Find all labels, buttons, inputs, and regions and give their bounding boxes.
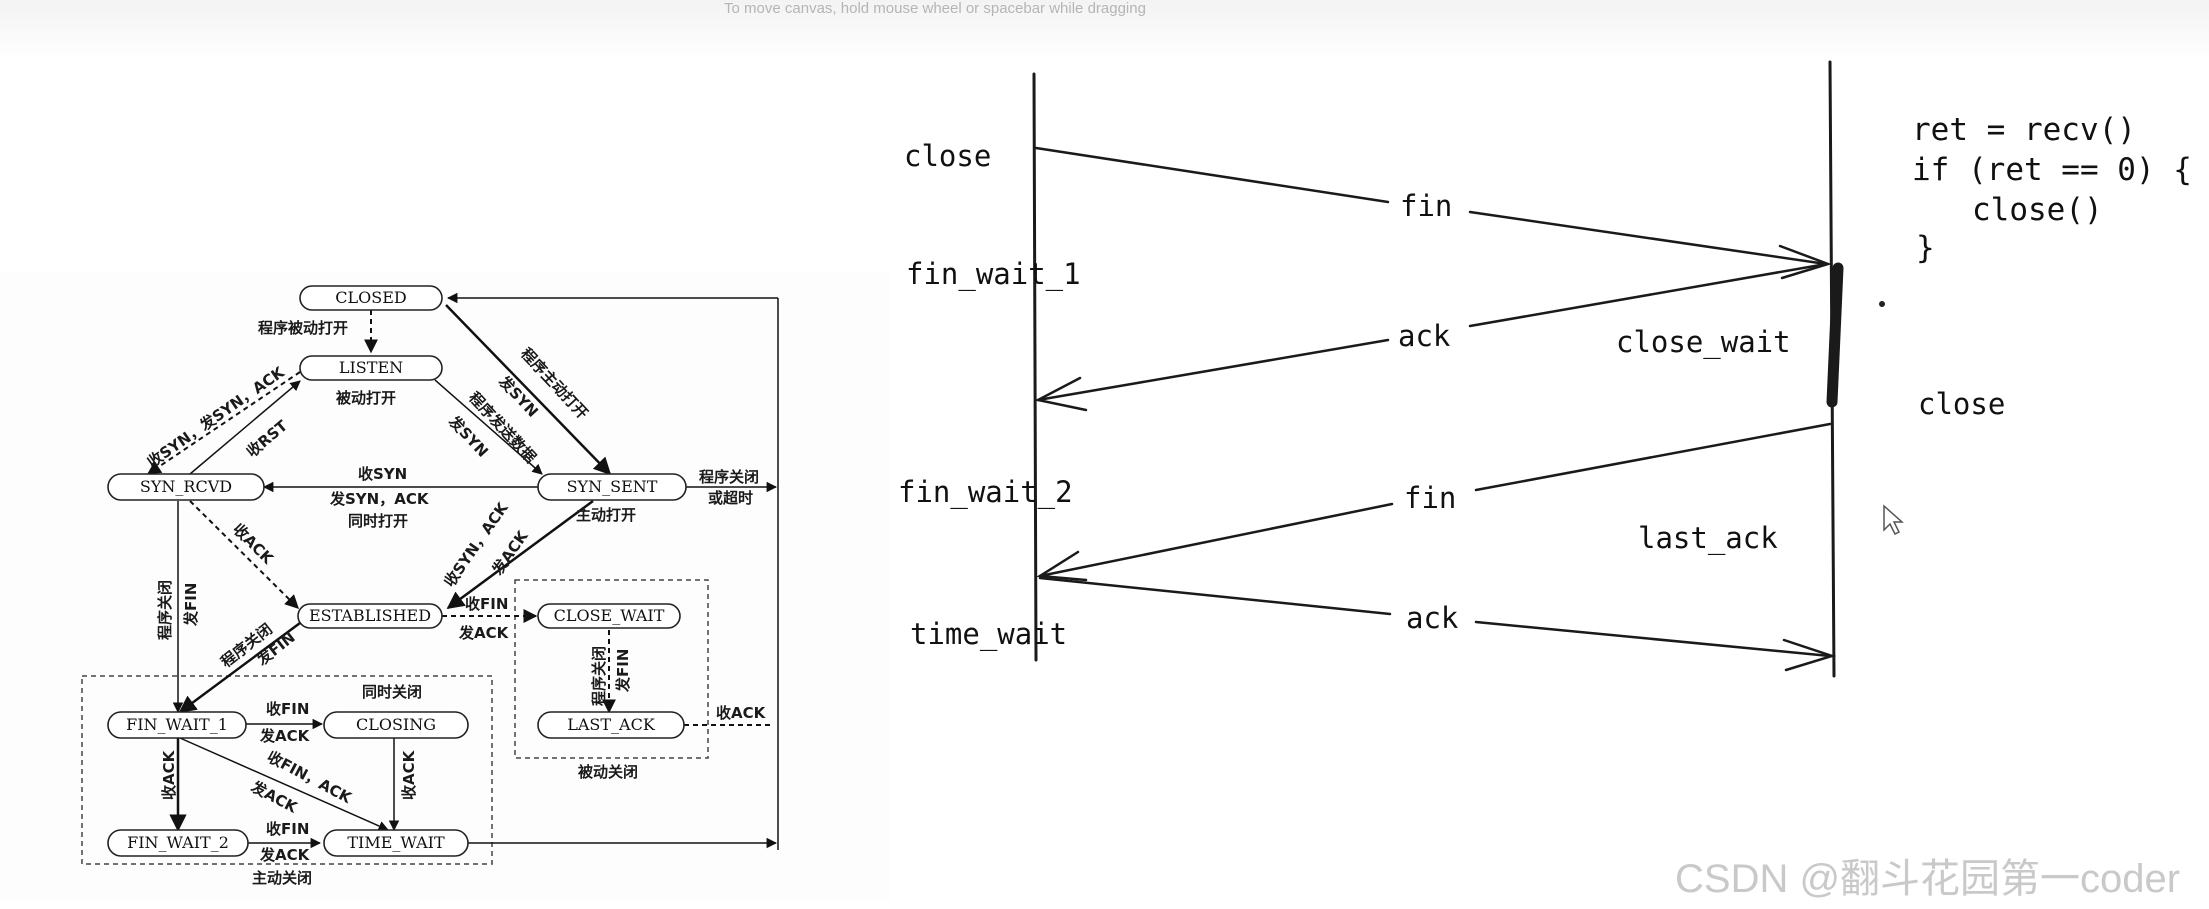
edge-closed-synsent: [445, 304, 612, 476]
state-established-box: [297, 603, 443, 629]
state-synrcvd: SYN_RCVD: [140, 477, 232, 496]
label-prog-close-3: 程序关闭: [590, 646, 608, 706]
client-state-fin-wait-2: fin_wait_2: [898, 475, 1073, 510]
label-send-synack: 发SYN，ACK: [329, 490, 430, 508]
state-synsent-box: [537, 473, 687, 501]
client-timeline: [1032, 72, 1038, 662]
mouse-cursor-icon: [1883, 504, 1904, 536]
state-timewait-box: [323, 829, 469, 857]
label-send-fin-1b: 发FIN: [182, 583, 200, 627]
state-finwait2: FIN_WAIT_2: [127, 833, 229, 852]
state-closewait-box: [537, 603, 681, 629]
server-state-last-ack: last_ack: [1638, 521, 1778, 556]
client-state-close: close: [904, 139, 991, 173]
state-timewait: TIME_WAIT: [347, 833, 445, 852]
tcp-state-diagram: CLOSED LISTEN SYN_RCVD SYN_SENT ESTABLIS…: [0, 272, 890, 900]
label-passive-open-prog: 程序被动打开: [258, 319, 348, 337]
edge-synsent-established: [446, 499, 594, 610]
msg-fin-1-line-a: [1034, 146, 1390, 204]
label-passive-close: 被动关闭: [578, 763, 638, 781]
code-line-4: }: [1916, 230, 1935, 266]
label-simul-open: 同时打开: [348, 512, 408, 530]
server-state-close: close: [1918, 387, 2005, 421]
edge-finwait1-timewait: [179, 737, 389, 831]
edge-synrcvd-established: [189, 500, 299, 609]
server-state-close-wait: close_wait: [1616, 325, 1791, 360]
label-prog-close: 程序关闭: [699, 468, 759, 486]
msg-ack-1-label: ack: [1398, 319, 1451, 353]
label-send-ack-5: 发ACK: [259, 846, 311, 864]
client-state-fin-wait-1: fin_wait_1: [906, 257, 1081, 292]
msg-ack-1-line-a: [1468, 262, 1828, 328]
watermark: CSDN @翻斗花园第一coder: [1675, 857, 2181, 901]
active-close-box: [81, 675, 493, 865]
edge-listen-synrcvd: [146, 371, 301, 475]
edge-synrcvd-listen: [189, 380, 301, 475]
msg-fin-1-arrow: [1778, 244, 1832, 280]
msg-ack-1-arrow: [1034, 376, 1088, 412]
label-prog-close-1a: 程序关闭: [156, 580, 174, 640]
msg-fin-1-label: fin: [1400, 189, 1452, 223]
stray-dot: [1879, 301, 1885, 307]
label-simul-close: 同时关闭: [362, 683, 422, 701]
label-send-ack-2: 发ACK: [458, 624, 510, 642]
state-closing-box: [323, 711, 469, 739]
state-closed: CLOSED: [335, 288, 406, 307]
label-recv-syn: 收SYN: [358, 465, 407, 483]
close-wait-bar: [1826, 262, 1844, 408]
state-established: ESTABLISHED: [309, 606, 431, 625]
msg-ack-2-line-a: [1038, 576, 1392, 616]
msg-ack-1-line-b: [1036, 338, 1390, 402]
state-finwait1-box: [107, 711, 247, 739]
state-lastack: LAST_ACK: [567, 715, 656, 734]
state-listen: LISTEN: [339, 358, 403, 377]
client-state-time-wait: time_wait: [910, 617, 1067, 652]
msg-fin-1-line-b: [1468, 210, 1828, 266]
state-listen-box: [299, 355, 443, 381]
label-recv-ack-4: 收ACK: [400, 749, 418, 800]
label-passive-open: 被动打开: [336, 389, 396, 407]
state-closed-box: [299, 285, 443, 311]
state-closing: CLOSING: [356, 715, 436, 734]
code-line-2: if (ret == 0) {: [1912, 152, 2192, 188]
label-send-ack-3: 发ACK: [259, 727, 311, 745]
label-recv-fin-1: 收FIN: [465, 595, 508, 613]
edge-established-finwait1: [178, 621, 301, 714]
state-synrcvd-box: [107, 473, 265, 501]
state-synsent: SYN_SENT: [567, 477, 658, 496]
state-finwait1: FIN_WAIT_1: [126, 715, 228, 734]
code-line-1: ret = recv(): [1912, 112, 2136, 148]
canvas-hint: To move canvas, hold mouse wheel or spac…: [724, 0, 1146, 17]
label-recv-ack-3: 收ACK: [160, 749, 178, 800]
state-lastack-box: [537, 711, 685, 739]
label-active-close: 主动关闭: [252, 869, 312, 887]
label-recv-ack-2: 收ACK: [716, 704, 767, 722]
msg-fin-2-arrow: [1036, 550, 1088, 582]
passive-close-box: [514, 579, 709, 759]
msg-fin-2-line-a: [1474, 422, 1832, 492]
figure-background: [0, 272, 890, 900]
msg-ack-2-arrow: [1782, 638, 1837, 672]
label-send-fin-3: 发FIN: [614, 649, 632, 693]
msg-fin-2-line-b: [1038, 502, 1394, 578]
canvas-toolbar: To move canvas, hold mouse wheel or spac…: [0, 0, 2209, 60]
msg-ack-2-line-b: [1474, 620, 1832, 658]
label-recv-fin-3: 收FIN: [266, 820, 309, 838]
state-closewait: CLOSE_WAIT: [554, 606, 665, 625]
msg-fin-2-label: fin: [1404, 481, 1456, 515]
label-recv-fin-2: 收FIN: [266, 700, 309, 718]
label-or-timeout: 或超时: [708, 489, 753, 507]
label-active-open: 主动打开: [576, 506, 636, 524]
msg-ack-2-label: ack: [1406, 601, 1459, 635]
state-finwait2-box: [107, 829, 249, 857]
edge-listen-synsent: [434, 379, 543, 475]
code-line-3: close(): [1972, 192, 2103, 228]
